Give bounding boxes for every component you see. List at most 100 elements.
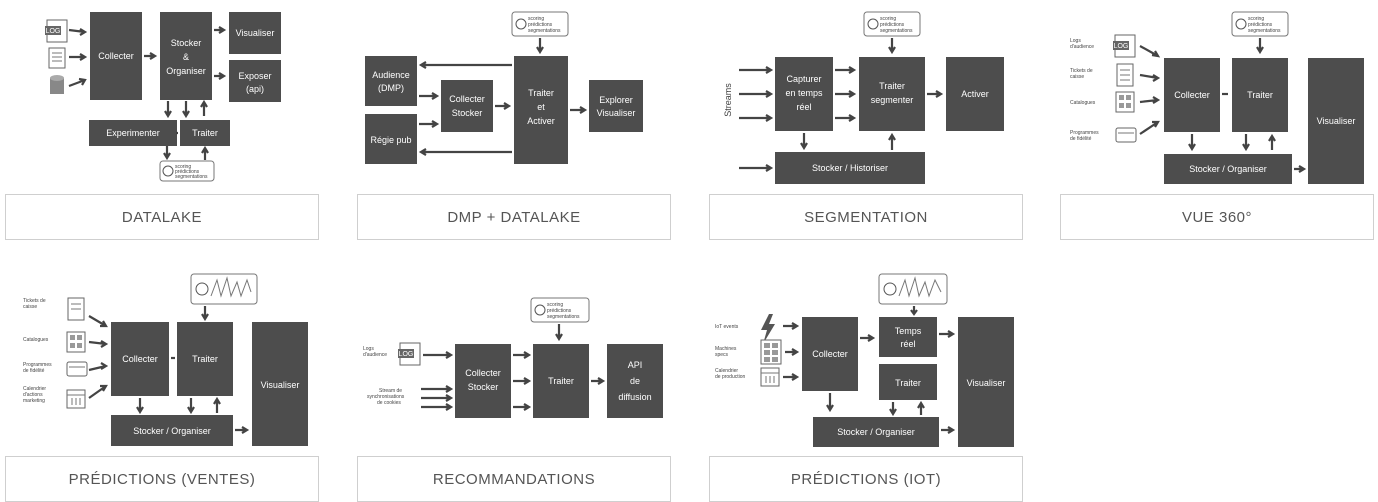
store-label-3: Organiser: [166, 66, 206, 76]
collect-store-box: [455, 344, 511, 418]
regie-box: [365, 114, 417, 164]
store-organise-box: [111, 415, 233, 446]
log-file-icon: LOG: [45, 19, 68, 43]
source-label-4a: Calendrier: [23, 386, 46, 392]
explore-box: [589, 80, 643, 132]
visualise-box: [229, 12, 281, 54]
source-label-3a: Calendrier: [715, 368, 738, 374]
process-box: [180, 120, 230, 146]
card-dmp-datalake: scoring prédictions segmentations Audien…: [357, 0, 675, 240]
source-label-1b: caisse: [23, 304, 37, 310]
caption-vue-360[interactable]: VUE 360°: [1060, 194, 1374, 240]
source-label-2a: Stream de: [379, 388, 402, 394]
store-label-2: &: [183, 52, 189, 62]
caption-dmp-datalake[interactable]: DMP + DATALAKE: [357, 194, 671, 240]
lab-label-2: prédictions: [880, 22, 905, 28]
store-organise-label: Stocker / Organiser: [837, 427, 915, 437]
source-label-2a: Catalogues: [23, 337, 49, 343]
machine-grid-icon: [760, 339, 782, 365]
process-label-1: Traiter: [528, 88, 554, 98]
process-segment-box: [859, 57, 925, 131]
source-label-2c: de cookies: [377, 400, 401, 406]
database-icon: [50, 75, 64, 94]
store-organise-box: [1164, 154, 1292, 184]
visualise-label: Visualiser: [261, 380, 300, 390]
log-label: LOG: [399, 351, 414, 358]
source-label-4c: marketing: [23, 398, 45, 404]
lab-label-1: scoring: [1248, 16, 1264, 22]
caption-segmentation[interactable]: SEGMENTATION: [709, 194, 1023, 240]
lab-label-2: prédictions: [175, 169, 200, 175]
capture-label-1: Capturer: [786, 74, 821, 84]
source-label-2b: synchronisations: [367, 394, 405, 400]
visualise-label: Visualiser: [1317, 116, 1356, 126]
process-box: [879, 364, 937, 400]
lab-label-1: scoring: [528, 16, 544, 22]
visualise-label: Visualiser: [236, 28, 275, 38]
calendar-icon: [66, 389, 86, 409]
regie-label: Régie pub: [370, 135, 411, 145]
process-label: Traiter: [192, 354, 218, 364]
caption-datalake[interactable]: DATALAKE: [5, 194, 319, 240]
caption-predictions-iot[interactable]: PRÉDICTIONS (IOT): [709, 456, 1023, 502]
receipt-icon: [67, 297, 85, 321]
vue360-diagram: scoring prédictions segmentations Logs d…: [1070, 11, 1364, 184]
datalake-diagram: LOG Collecter Stocker & Organiser Visual…: [45, 12, 281, 182]
store-label: Stocker: [452, 108, 483, 118]
visualise-box: [1308, 58, 1364, 184]
process-box: [533, 344, 589, 418]
lab-label-2: prédictions: [547, 308, 572, 314]
process-label: Traiter: [192, 128, 218, 138]
activate-label: Activer: [961, 89, 989, 99]
source-label-4b: d'actions: [23, 392, 43, 398]
caption-predictions-ventes[interactable]: PRÉDICTIONS (VENTES): [5, 456, 319, 502]
source-label-1b: d'audience: [363, 352, 387, 358]
lab-scoring-icon: scoring prédictions segmentations: [1231, 11, 1289, 37]
store-organise-label: Stocker / Organiser: [1189, 164, 1267, 174]
collect-label: Collecter: [449, 94, 485, 104]
segmentation-diagram: scoring prédictions segmentations Stream…: [723, 11, 1004, 184]
collect-box: [111, 322, 169, 396]
visualise-label: Visualiser: [967, 378, 1006, 388]
card-segmentation: scoring prédictions segmentations Stream…: [709, 0, 1027, 240]
realtime-label-2: réel: [900, 339, 915, 349]
process-label-2: et: [537, 102, 545, 112]
catalog-icon: [66, 331, 86, 353]
api-label-3: diffusion: [618, 392, 651, 402]
dmp-diagram: scoring prédictions segmentations Audien…: [365, 11, 643, 164]
api-box: [607, 344, 663, 418]
source-label-1b: d'audience: [1070, 44, 1094, 50]
collect-label: Collecter: [122, 354, 158, 364]
realtime-label-1: Temps: [895, 326, 922, 336]
lab-scoring-icon: scoring prédictions segmentations: [863, 11, 921, 37]
api-label-1: API: [628, 360, 643, 370]
lab-label-2: prédictions: [528, 22, 553, 28]
source-label-3a: Catalogues: [1070, 100, 1096, 106]
explore-label-2: Visualiser: [597, 108, 636, 118]
card-vue-360: scoring prédictions segmentations Logs d…: [1060, 0, 1378, 240]
lab-label-3: segmentations: [880, 28, 913, 34]
caption-recommandations[interactable]: RECOMMANDATIONS: [357, 456, 671, 502]
experiment-box: [89, 120, 177, 146]
expose-box: [229, 60, 281, 102]
process-label-2: segmenter: [871, 95, 914, 105]
explore-label-1: Explorer: [599, 95, 633, 105]
process-label-1: Traiter: [879, 81, 905, 91]
card-datalake: LOG Collecter Stocker & Organiser Visual…: [5, 0, 323, 240]
streams-label: Streams: [723, 83, 733, 117]
collect-label: Collecter: [812, 349, 848, 359]
source-label-2b: specs: [715, 352, 729, 358]
visualise-box: [958, 317, 1014, 447]
lab-label-3: segmentations: [547, 314, 580, 320]
process-box: [177, 322, 233, 396]
process-label: Traiter: [548, 376, 574, 386]
loyalty-card-icon: [1115, 127, 1137, 143]
lab-scoring-icon: scoring prédictions segmentations: [159, 160, 215, 182]
process-label: Traiter: [895, 378, 921, 388]
document-icon: [48, 47, 66, 69]
store-organise-box: [813, 417, 939, 447]
log-file-icon: LOG: [398, 342, 421, 366]
experiment-label: Experimenter: [106, 128, 160, 138]
lab-chart-icon: [878, 273, 948, 305]
process-label-3: Activer: [527, 116, 555, 126]
